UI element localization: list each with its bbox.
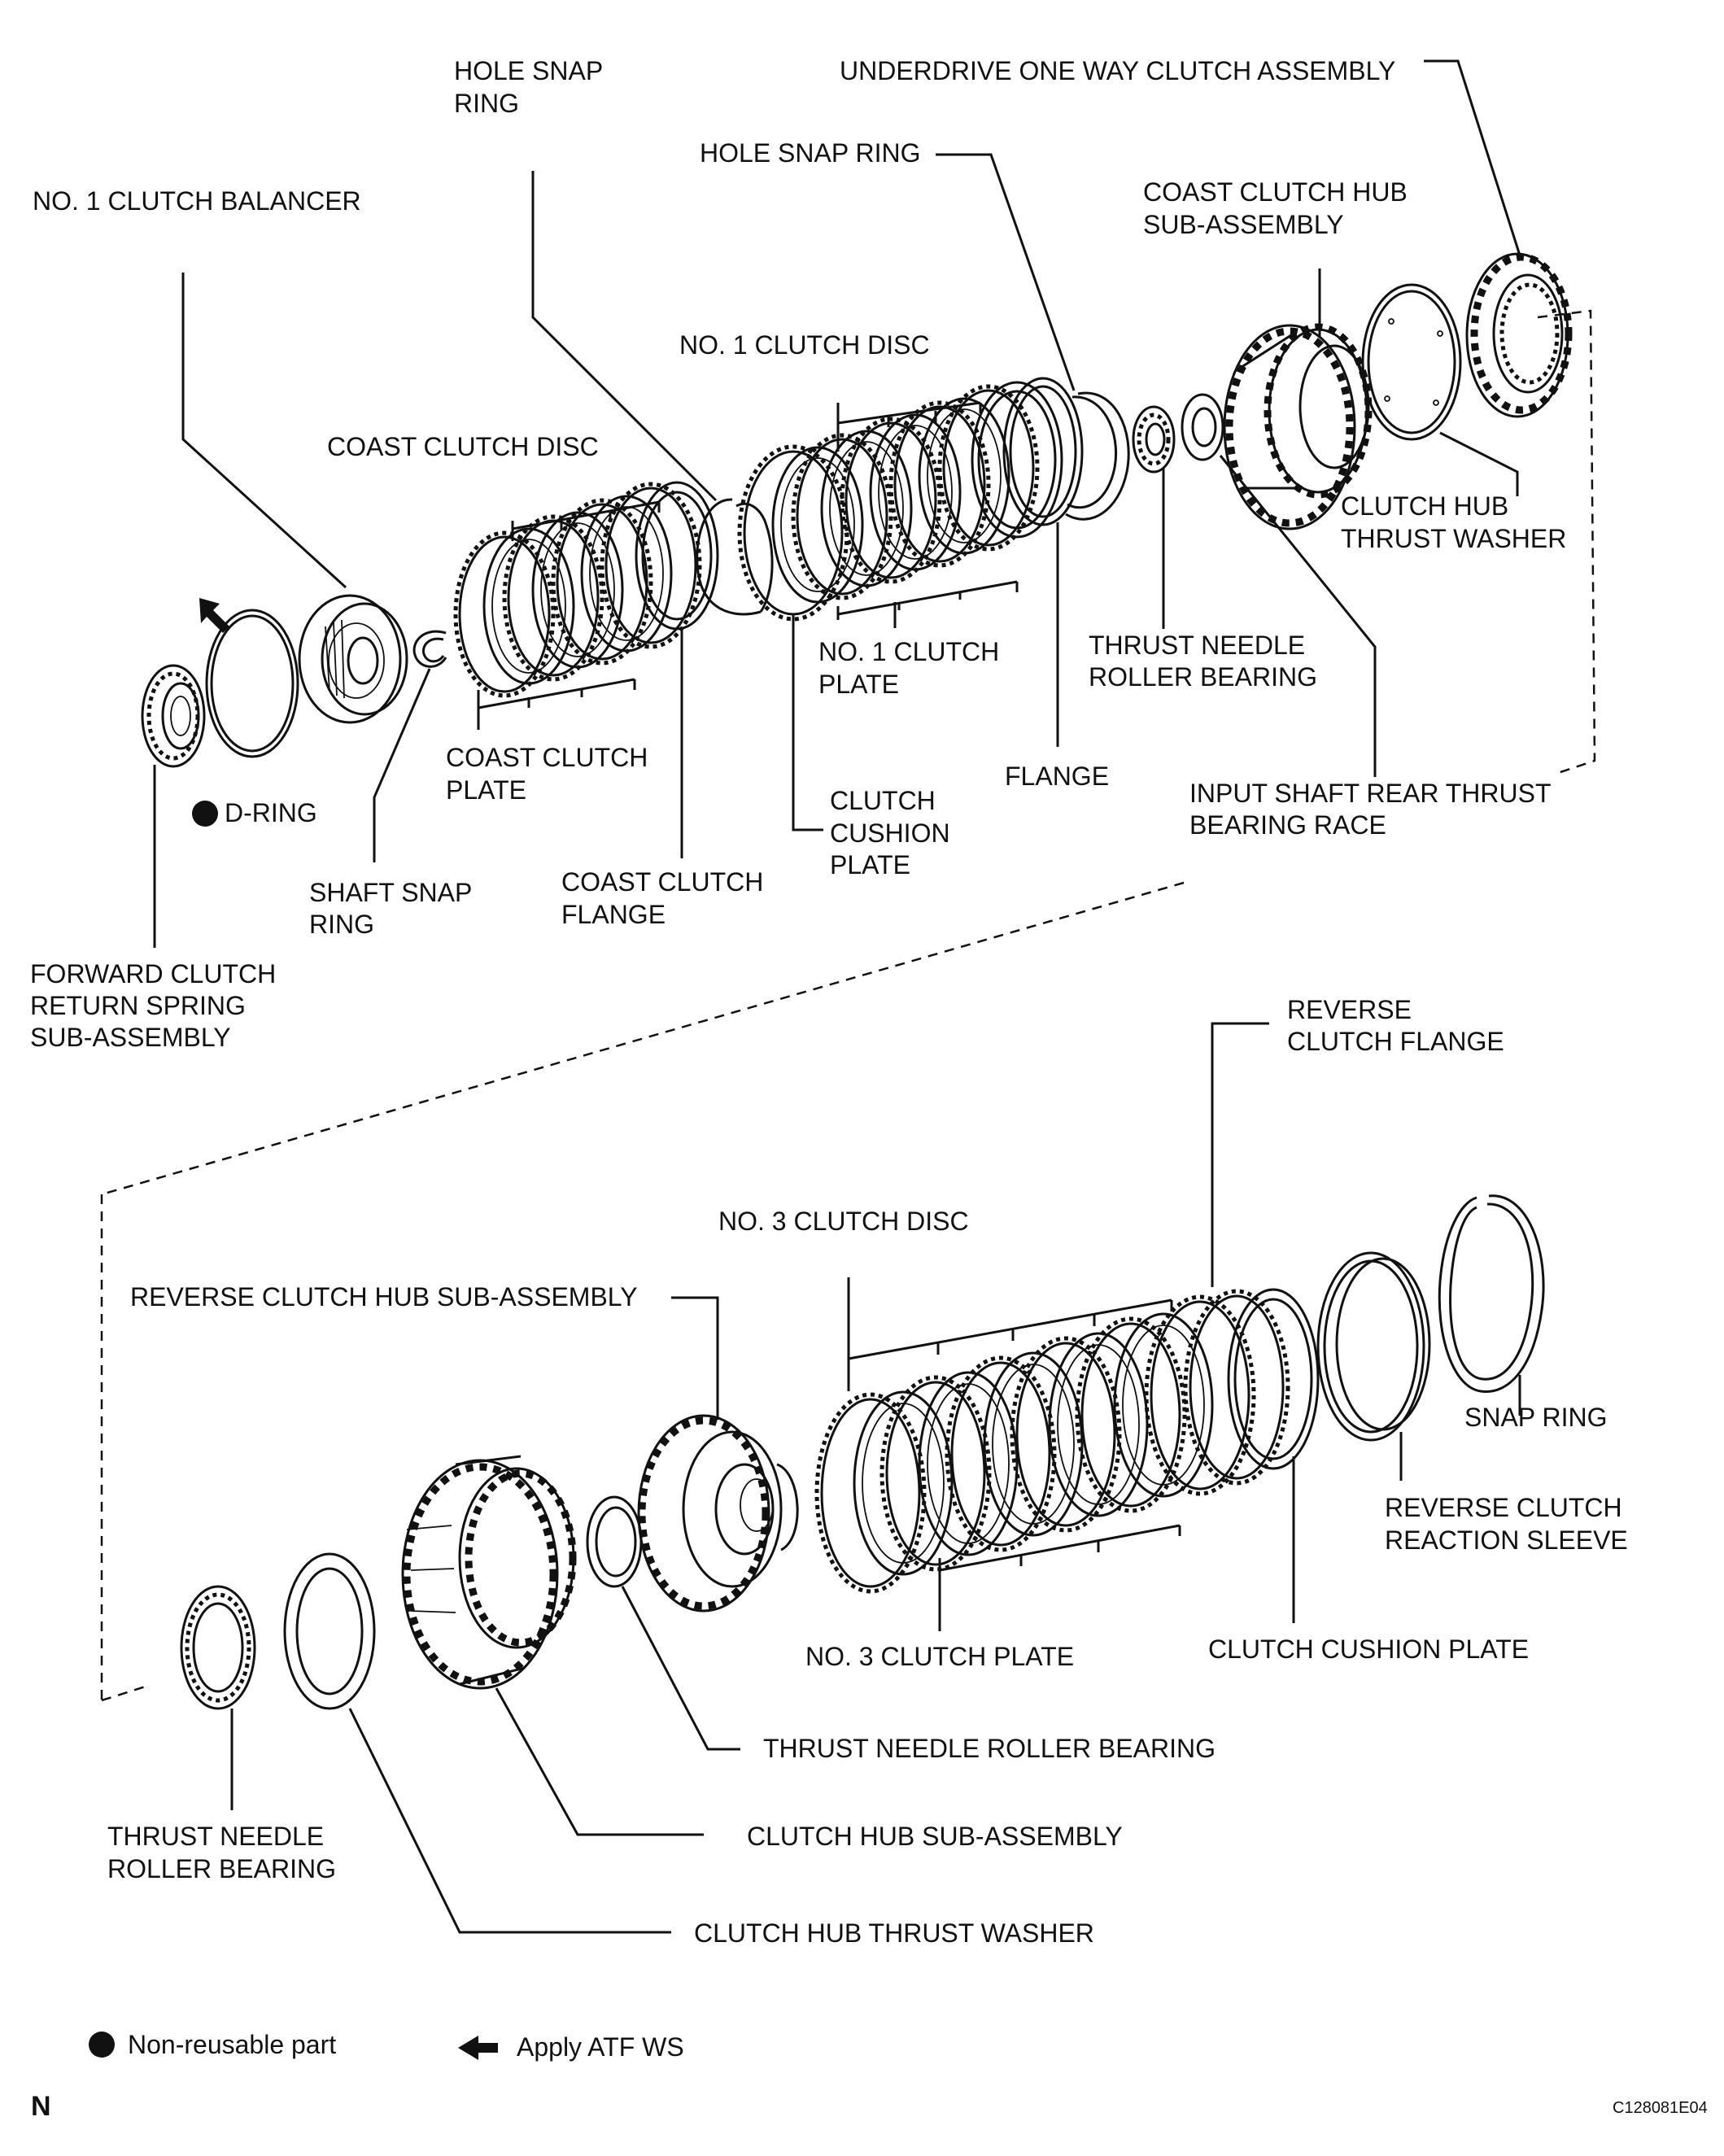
no1-clutch-disc-plate-stack (737, 377, 1084, 622)
label-no1-clutch-balancer: NO. 1 CLUTCH BALANCER (33, 186, 361, 216)
assembly-continuation-dashed-line (100, 309, 1596, 1702)
label-no1-clutch-plate: NO. 1 CLUTCH PLATE (818, 637, 1006, 699)
label-flange: FLANGE (1005, 762, 1109, 791)
legend: Non-reusable part Apply ATF WS (89, 2030, 684, 2062)
non-reusable-dot-icon (192, 801, 218, 827)
label-underdrive-one-way-clutch: UNDERDRIVE ONE WAY CLUTCH ASSEMBLY (840, 56, 1395, 85)
label-clutch-hub-thrust-washer-bottom: CLUTCH HUB THRUST WASHER (694, 1918, 1094, 1948)
forward-clutch-return-spring-part (141, 664, 206, 768)
label-clutch-cushion-plate-bottom: CLUTCH CUSHION PLATE (1208, 1634, 1529, 1664)
non-reusable-legend-dot-icon (89, 2032, 115, 2058)
no1-clutch-balancer-part (298, 594, 408, 724)
label-coast-clutch-hub: COAST CLUTCH HUB SUB-ASSEMBLY (1143, 177, 1415, 239)
label-no3-clutch-disc: NO. 3 CLUTCH DISC (718, 1207, 969, 1236)
d-ring-part (205, 609, 299, 758)
shaft-snap-ring-part (412, 630, 447, 668)
label-thrust-needle-bearing-top: THRUST NEEDLE ROLLER BEARING (1089, 631, 1317, 692)
thrust-needle-bearing-mid-part (586, 1495, 643, 1588)
label-reverse-clutch-flange: REVERSE CLUTCH FLANGE (1287, 995, 1504, 1056)
snap-ring-bottom-part (1438, 1194, 1545, 1393)
input-shaft-rear-race-part (1181, 393, 1224, 461)
label-shaft-snap-ring: SHAFT SNAP RING (309, 878, 479, 939)
figure-code: C128081E04 (1613, 2099, 1708, 2117)
coast-clutch-hub-part (1223, 323, 1373, 530)
label-clutch-hub-thrust-washer-top: CLUTCH HUB THRUST WASHER (1341, 491, 1566, 553)
label-coast-clutch-disc: COAST CLUTCH DISC (327, 432, 599, 461)
label-clutch-cushion-plate-top: CLUTCH CUSHION PLATE (830, 786, 957, 879)
no3-clutch-disc-plate-stack (814, 1288, 1320, 1594)
apply-atf-legend-arrow-icon (458, 2036, 498, 2060)
label-hole-snap-ring-top: HOLE SNAP RING (454, 56, 609, 118)
clutch-hub-thrust-washer-bottom-part (283, 1552, 376, 1710)
thrust-needle-bearing-bottom-part (180, 1585, 256, 1710)
coast-clutch-disc-plate-stack (453, 481, 719, 698)
reverse-clutch-hub-part (637, 1414, 799, 1613)
label-thrust-needle-bearing-mid: THRUST NEEDLE ROLLER BEARING (763, 1734, 1216, 1763)
legend-apply-atf-text: Apply ATF WS (517, 2032, 684, 2062)
hole-snap-ring-mid-part (1065, 391, 1130, 521)
hole-snap-ring-top-part (696, 498, 774, 616)
label-clutch-hub-sub-assembly: CLUTCH HUB SUB-ASSEMBLY (747, 1822, 1123, 1851)
label-input-shaft-rear-thrust-race: INPUT SHAFT REAR THRUST BEARING RACE (1189, 779, 1558, 840)
label-coast-clutch-flange: COAST CLUTCH FLANGE (561, 867, 770, 929)
part-labels: HOLE SNAP RING UNDERDRIVE ONE WAY CLUTCH… (30, 56, 1630, 1948)
label-hole-snap-ring-mid: HOLE SNAP RING (700, 138, 920, 168)
label-coast-clutch-plate: COAST CLUTCH PLATE (446, 743, 655, 805)
label-no1-clutch-disc: NO. 1 CLUTCH DISC (679, 330, 930, 360)
clutch-hub-bottom-part (401, 1455, 577, 1690)
label-reverse-clutch-reaction-sleeve: REVERSE CLUTCH REACTION SLEEVE (1385, 1493, 1630, 1555)
clutch-hub-thrust-washer-top-part (1361, 283, 1462, 441)
corner-mark: N (31, 2091, 51, 2122)
underdrive-one-way-clutch-part (1465, 252, 1573, 418)
label-no3-clutch-plate: NO. 3 CLUTCH PLATE (805, 1642, 1074, 1671)
reverse-clutch-reaction-sleeve-part (1316, 1251, 1431, 1442)
apply-atf-arrow-icon (199, 598, 229, 633)
label-snap-ring: SNAP RING (1464, 1403, 1607, 1432)
thrust-needle-bearing-top-part (1132, 405, 1176, 474)
leader-lines (153, 59, 1523, 1934)
label-reverse-clutch-hub: REVERSE CLUTCH HUB SUB-ASSEMBLY (130, 1282, 638, 1311)
label-d-ring: D-RING (225, 798, 317, 827)
label-thrust-needle-bearing-bottom: THRUST NEEDLE ROLLER BEARING (107, 1822, 336, 1883)
legend-non-reusable-text: Non-reusable part (128, 2030, 336, 2059)
label-forward-clutch-return-spring: FORWARD CLUTCH RETURN SPRING SUB-ASSEMBL… (30, 959, 283, 1052)
